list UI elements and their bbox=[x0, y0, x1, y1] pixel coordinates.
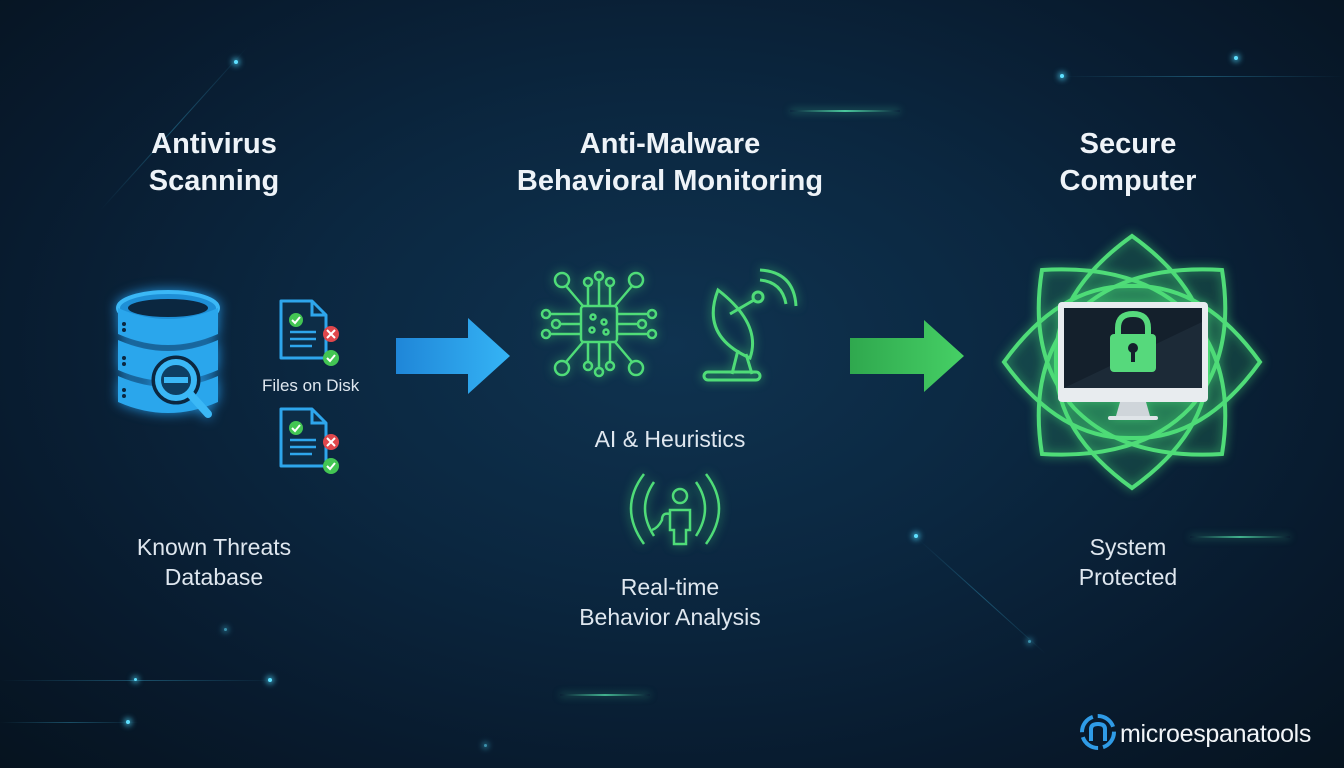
database-search-icon bbox=[116, 290, 226, 435]
title-line: Scanning bbox=[148, 165, 280, 197]
decor-dot bbox=[126, 720, 130, 724]
document-check-icon bbox=[278, 298, 344, 373]
decor-line bbox=[1060, 76, 1344, 77]
ai-heuristics-label: AI & Heuristics bbox=[594, 426, 746, 452]
arrow-right-blue bbox=[396, 318, 512, 399]
satellite-dish-icon bbox=[700, 266, 800, 387]
person-signal-icon bbox=[622, 468, 728, 557]
files-on-disk-label: Files on Disk bbox=[262, 376, 360, 395]
decor-dot bbox=[134, 678, 137, 681]
decor-dot bbox=[914, 534, 918, 538]
caption-line: Protected bbox=[1078, 564, 1178, 590]
decor-dot bbox=[1028, 640, 1031, 643]
decor-dot bbox=[234, 60, 238, 64]
document-check-icon bbox=[278, 406, 344, 481]
caption-line: Known Threats bbox=[136, 534, 292, 560]
title-line: Anti-Malware bbox=[579, 128, 761, 160]
brand-mark-icon bbox=[1080, 714, 1116, 755]
decor-dot bbox=[1060, 74, 1064, 78]
shield-monitor-lock-icon bbox=[1000, 232, 1264, 497]
decor-line bbox=[0, 680, 280, 681]
caption-line: Behavior Analysis bbox=[579, 604, 761, 630]
arrow-right-green bbox=[850, 320, 966, 397]
circuit-chip-icon bbox=[536, 262, 662, 391]
behavioral-monitoring-title: Anti-Malware Behavioral Monitoring bbox=[470, 126, 870, 200]
title-line: Antivirus bbox=[151, 128, 277, 160]
brand-logo: microespanatools bbox=[1080, 714, 1311, 755]
caption-line: System bbox=[1089, 534, 1167, 560]
system-protected-caption: System Protected bbox=[1028, 532, 1228, 592]
decor-dot bbox=[224, 628, 227, 631]
decor-streak bbox=[560, 694, 650, 696]
antivirus-scanning-title: Antivirus Scanning bbox=[114, 126, 314, 200]
decor-dot bbox=[1234, 56, 1238, 60]
secure-computer-title: Secure Computer bbox=[1028, 126, 1228, 200]
known-threats-caption: Known Threats Database bbox=[94, 532, 334, 592]
realtime-behavior-caption: Real-time Behavior Analysis bbox=[520, 572, 820, 632]
title-line: Secure bbox=[1079, 128, 1177, 160]
caption-line: Real-time bbox=[620, 574, 720, 600]
decor-streak bbox=[790, 110, 900, 112]
decor-dot bbox=[484, 744, 487, 747]
title-line: Computer bbox=[1059, 165, 1197, 197]
decor-line bbox=[0, 722, 140, 723]
brand-name: microespanatools bbox=[1120, 720, 1312, 748]
caption-line: Database bbox=[164, 564, 264, 590]
title-line: Behavioral Monitoring bbox=[516, 165, 824, 197]
decor-streak bbox=[1190, 536, 1290, 538]
decor-dot bbox=[268, 678, 272, 682]
